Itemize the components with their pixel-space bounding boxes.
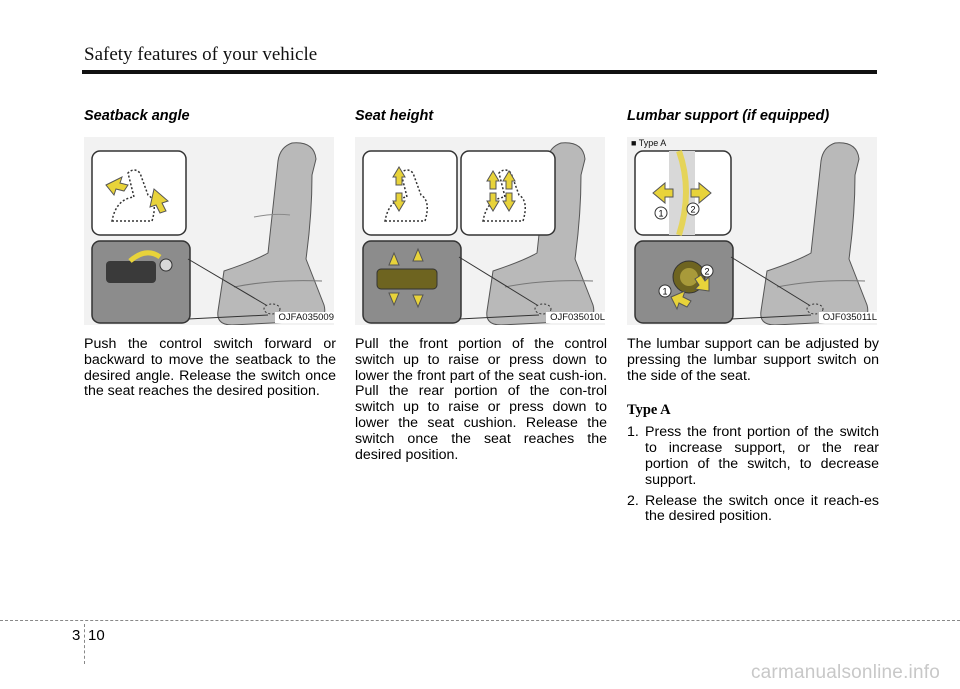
seat-height-illustration xyxy=(355,137,605,325)
step-text: Press the front portion of the switch to… xyxy=(645,424,879,488)
section-body: The lumbar support can be adjusted by pr… xyxy=(627,336,879,384)
step-number: 2. xyxy=(627,492,639,509)
figure-code: OJF035010L xyxy=(546,312,605,323)
footer-vertical-divider xyxy=(84,624,85,664)
figure-type-label: ■ Type A xyxy=(631,138,667,148)
footer-divider xyxy=(0,620,960,621)
lumbar-illustration xyxy=(627,137,877,325)
section-lumbar-support: Lumbar support (if equipped) ■ Type A xyxy=(627,108,879,530)
section-seatback-angle: Seatback angle OJFA035009 Push the contr… xyxy=(84,108,336,400)
figure-code: OJFA035009 xyxy=(274,312,334,323)
header-title: Safety features of your vehicle xyxy=(84,44,318,65)
step-number: 1. xyxy=(627,424,639,441)
header-rule xyxy=(82,70,877,74)
step-item: 2. Release the switch once it reach-es t… xyxy=(627,492,879,526)
figure-code: OJF035011L xyxy=(818,312,877,323)
seat-height-figure: OJF035010L xyxy=(355,137,605,325)
section-title: Seatback angle xyxy=(84,108,190,124)
chapter-number: 3 xyxy=(72,627,81,644)
watermark: carmanualsonline.info xyxy=(750,662,940,683)
body-paragraph: Push the control switch forward or backw… xyxy=(84,336,336,400)
section-title: Seat height xyxy=(355,108,434,124)
body-paragraph: The lumbar support can be adjusted by pr… xyxy=(627,336,879,384)
section-body: Pull the front portion of the control sw… xyxy=(355,336,607,463)
step-text: Release the switch once it reach-es the … xyxy=(645,492,879,525)
lumbar-figure: ■ Type A 1 2 1 2 OJF035011L xyxy=(627,137,877,325)
seatback-illustration xyxy=(84,137,334,325)
page-number: 10 xyxy=(88,627,105,644)
seatback-figure: OJFA035009 xyxy=(84,137,334,325)
subheading-type-a: Type A xyxy=(627,402,671,419)
section-seat-height: Seat height OJF xyxy=(355,108,607,463)
section-body: Push the control switch forward or backw… xyxy=(84,336,336,400)
step-item: 1. Press the front portion of the switch… xyxy=(627,424,879,488)
body-paragraph: Pull the front portion of the control sw… xyxy=(355,336,607,463)
section-title: Lumbar support (if equipped) xyxy=(627,108,830,124)
